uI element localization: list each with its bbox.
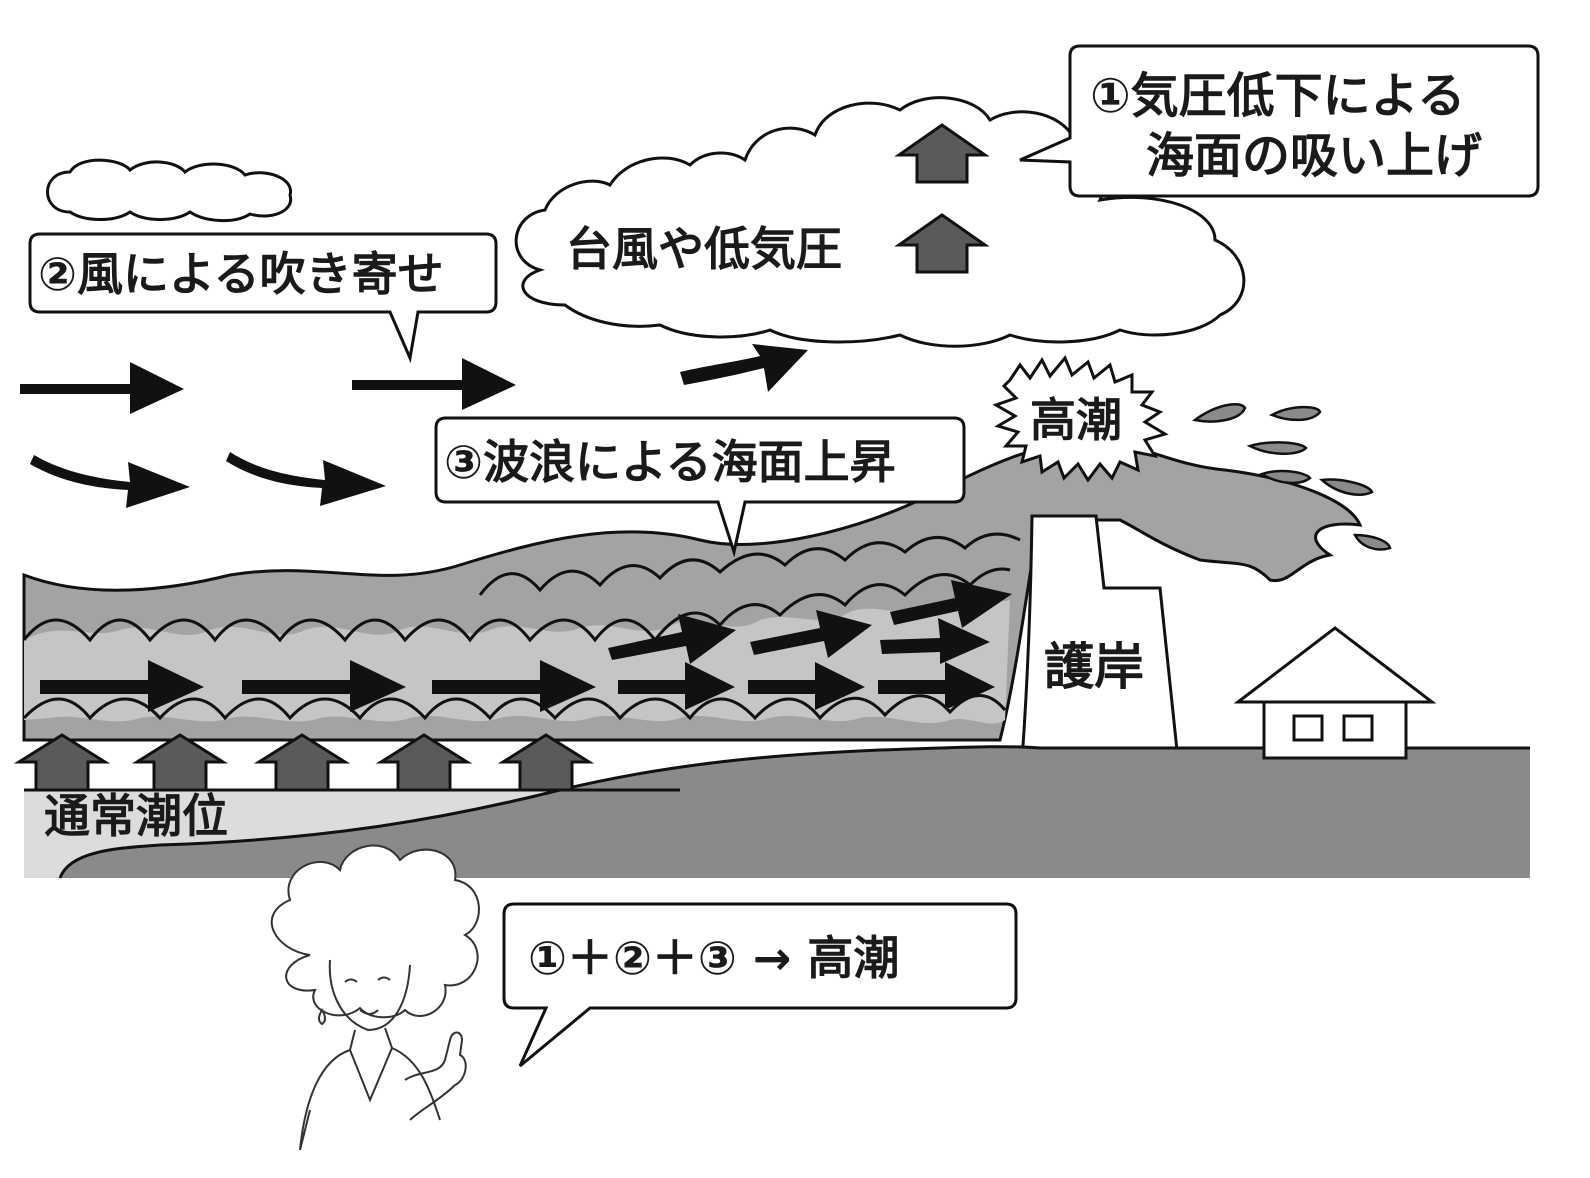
waves-callout-box: [434, 416, 966, 558]
arm-pointing: [404, 1031, 467, 1121]
house-window: [1342, 714, 1374, 742]
sweat-drop-icon: [318, 1008, 326, 1026]
wind-arrow: [30, 455, 190, 508]
wind-callout-box: [28, 232, 498, 364]
wind-arrow: [226, 452, 386, 506]
wave-arrow: [880, 618, 990, 664]
mouth: [359, 1009, 379, 1015]
storm-surge-burst: [992, 355, 1169, 483]
wave-arrow: [890, 580, 1012, 628]
wave-arrow: [748, 662, 865, 710]
small-cloud: [46, 158, 293, 223]
wave-arrow: [618, 662, 735, 710]
wind-callout-text: ②風による吹き寄せ: [38, 247, 444, 301]
summary-callout-box: [502, 902, 1018, 1068]
house-roof: [1233, 626, 1437, 704]
face: [328, 959, 411, 1032]
house: [1233, 626, 1437, 760]
pressure-callout-box: [1019, 44, 1540, 198]
wave-arrow: [432, 660, 596, 712]
level-up-arrow: [253, 733, 351, 792]
pressure-callout-line1: ①気圧低下による: [1090, 68, 1465, 124]
wave-arrow: [40, 660, 204, 712]
wave-arrow: [242, 660, 406, 712]
summary-callout-text: ①＋②＋③ → 高潮: [528, 931, 899, 985]
cloud-label: 台風や低気圧: [566, 222, 842, 276]
neck: [349, 1027, 393, 1051]
wind-arrow: [20, 362, 184, 414]
body: [299, 1047, 441, 1151]
level-up-arrows: [13, 733, 595, 792]
eye-left: [344, 978, 358, 983]
wind-arrow: [680, 344, 808, 392]
pressure-callout-line2: 海面の吸い上げ: [1146, 128, 1482, 184]
house-window: [1292, 714, 1324, 742]
seawall: [1020, 514, 1180, 762]
house-body: [1262, 698, 1408, 760]
wave-arrow: [878, 662, 995, 710]
wind-arrow: [352, 358, 516, 410]
wave-arrow: [608, 614, 736, 664]
wave-scallops-top: [478, 532, 1021, 596]
wave-arrow: [750, 610, 872, 658]
splash-droplets: [1192, 403, 1392, 551]
pressure-up-arrow: [894, 123, 990, 184]
seawall-label: 護岸: [1044, 638, 1144, 696]
waves-callout-text: ③波浪による海面上昇: [444, 435, 896, 489]
level-up-arrow: [13, 733, 111, 792]
level-up-arrow: [131, 733, 229, 792]
level-up-arrow: [375, 733, 473, 792]
normal-tide-label: 通常潮位: [44, 789, 228, 843]
pressure-up-arrow: [894, 213, 990, 274]
hair: [270, 844, 480, 1019]
wave-arrows: [40, 580, 1012, 712]
presenter-woman: [270, 844, 480, 1151]
wave-scallops-mid: [22, 567, 1011, 643]
eye-right: [377, 976, 391, 981]
wave-scallops-low: [22, 694, 1007, 721]
wind-arrows: [20, 344, 808, 508]
level-up-arrow: [497, 733, 595, 792]
storm-surge-label: 高潮: [1030, 393, 1122, 447]
ground: [60, 746, 1530, 878]
